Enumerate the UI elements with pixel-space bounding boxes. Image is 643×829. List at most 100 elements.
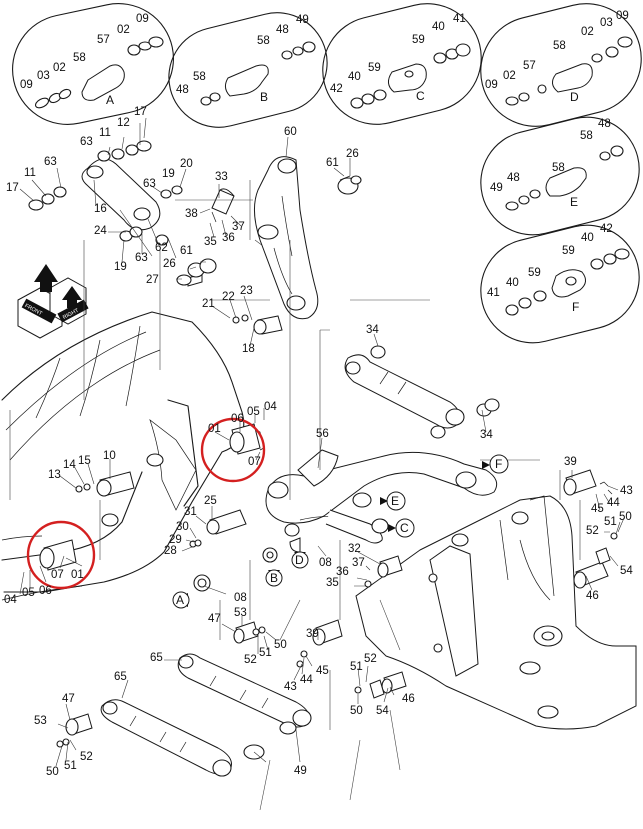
part-label: 04 <box>264 401 277 413</box>
part-label: 44 <box>300 674 313 686</box>
pin-39-right <box>563 469 613 496</box>
marker-letter: E <box>391 494 399 508</box>
part-label: 49 <box>296 14 309 26</box>
part-label: 09 <box>136 13 149 25</box>
part-label: 50 <box>274 639 287 651</box>
part-label: 35 <box>204 236 217 248</box>
part-label: 51 <box>350 661 363 673</box>
part-label: 29 <box>169 534 182 546</box>
part-label: 52 <box>244 654 257 666</box>
part-label: 45 <box>316 665 329 677</box>
part-label: 02 <box>581 26 594 38</box>
part-label: 42 <box>330 83 343 95</box>
pin-32 <box>364 555 403 588</box>
part-label: 15 <box>78 455 91 467</box>
part-label: 51 <box>64 760 77 772</box>
marker-letter: B <box>270 571 278 585</box>
callout-letter: C <box>416 89 425 103</box>
bucket <box>1 311 245 601</box>
part-label: 36 <box>222 232 235 244</box>
part-label: 22 <box>222 291 235 303</box>
washer-stack-a <box>193 547 278 592</box>
part-label: 52 <box>364 653 377 665</box>
part-label: 32 <box>348 543 361 555</box>
callout-letter: B <box>260 90 268 104</box>
part-label: 39 <box>564 456 577 468</box>
part-label: 63 <box>143 178 156 190</box>
part-label: 49 <box>294 765 307 777</box>
part-label: 17 <box>6 182 19 194</box>
part-label: 05 <box>247 406 260 418</box>
part-label: 61 <box>326 157 339 169</box>
callout-a: 09 03 02 58 57 02 09 A <box>12 3 174 125</box>
part-label: 49 <box>490 182 503 194</box>
lift-cylinder-right <box>177 653 312 760</box>
part-label: 40 <box>432 21 445 33</box>
part-label: 65 <box>114 671 127 683</box>
part-label: 02 <box>53 62 66 74</box>
part-label: 01 <box>208 423 221 435</box>
part-label: 13 <box>48 469 61 481</box>
tilt-cylinder-34 <box>344 345 500 439</box>
part-label: 19 <box>114 261 127 273</box>
part-label: 41 <box>487 287 500 299</box>
part-label: 26 <box>163 258 176 270</box>
part-label: 09 <box>20 79 33 91</box>
part-label: 10 <box>103 450 116 462</box>
callout-f: 41 40 59 59 40 42 F <box>480 223 640 344</box>
part-label: 48 <box>276 24 289 36</box>
part-label: 41 <box>453 13 466 25</box>
part-label: 09 <box>485 79 498 91</box>
part-label: 46 <box>402 693 415 705</box>
leader-lines <box>19 117 625 767</box>
pin-47-upper <box>233 621 266 644</box>
pin-39-lower <box>296 619 343 668</box>
part-label: 59 <box>562 245 575 257</box>
part-label: 40 <box>348 71 361 83</box>
part-label: 51 <box>604 516 617 528</box>
part-label: 57 <box>523 60 536 72</box>
part-label: 48 <box>176 84 189 96</box>
callout-letter: E <box>570 195 578 209</box>
pin-46-right <box>573 532 618 589</box>
part-label: 02 <box>117 24 130 36</box>
marker-e: E <box>380 491 406 511</box>
marker-c: C <box>388 518 415 538</box>
part-label: 25 <box>204 495 217 507</box>
part-label: 27 <box>146 274 159 286</box>
part-label: 35 <box>326 577 339 589</box>
part-label: 59 <box>528 267 541 279</box>
part-label: 40 <box>506 277 519 289</box>
part-label: 37 <box>352 557 365 569</box>
highlight-circle-upper <box>200 417 266 483</box>
part-label: 58 <box>257 35 270 47</box>
part-label: 11 <box>24 167 36 179</box>
front-frame <box>355 495 637 730</box>
part-label: 31 <box>184 506 197 518</box>
part-label: 36 <box>336 566 349 578</box>
part-label: 40 <box>581 232 594 244</box>
part-label: 06 <box>39 585 52 597</box>
part-label: 07 <box>51 569 64 581</box>
orientation-badge: FRONT RIGHT <box>17 264 89 339</box>
tilt-link-assembly <box>28 140 296 287</box>
part-label: 03 <box>600 17 613 29</box>
part-label: 17 <box>134 106 147 118</box>
part-label: 01 <box>71 569 84 581</box>
part-label: 12 <box>117 117 130 129</box>
marker-f: F <box>482 454 509 474</box>
part-label: 04 <box>4 594 17 606</box>
marker-letter: A <box>176 593 184 607</box>
part-label: 58 <box>552 162 565 174</box>
part-label: 34 <box>366 324 379 336</box>
callout-letter: D <box>570 90 579 104</box>
pin-01-lower <box>39 539 77 571</box>
callout-b: 48 58 58 48 49 B <box>168 12 328 128</box>
marker-letter: C <box>400 521 409 535</box>
part-label: 48 <box>507 172 520 184</box>
part-label: 34 <box>480 429 493 441</box>
part-label: 51 <box>259 647 272 659</box>
part-label: 61 <box>180 245 193 257</box>
marker-a: A <box>172 591 190 609</box>
part-label: 16 <box>94 203 107 215</box>
